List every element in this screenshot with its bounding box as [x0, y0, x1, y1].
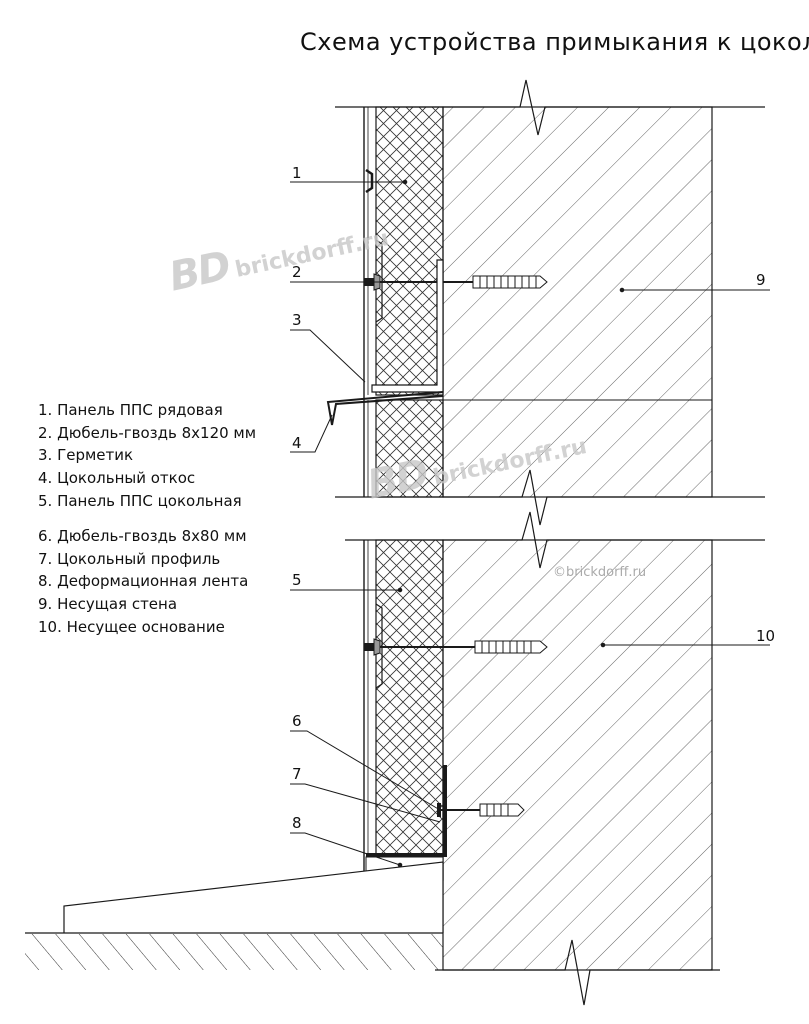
legend-item: 6. Дюбель-гвоздь 8х80 мм	[38, 527, 247, 545]
callout-4: 4	[292, 434, 302, 452]
dowel-nail-mid	[364, 638, 548, 656]
dowel-nail-8x80	[437, 803, 525, 817]
callout-10: 10	[756, 627, 776, 645]
break-line-top	[335, 79, 765, 136]
callout-9: 9	[756, 271, 766, 289]
leader-lines	[290, 179, 770, 868]
legend-item: 3. Герметик	[38, 446, 134, 465]
legend-list: 1. Панель ППС рядовая 2. Дюбель-гвоздь 8…	[38, 399, 256, 513]
diagram-title: Схема устройства примыкания к цоколю	[300, 28, 809, 56]
legend-item: 10. Несущее основание	[38, 617, 225, 636]
callout-1: 1	[292, 164, 302, 182]
callout-6: 6	[292, 712, 302, 730]
ground	[25, 934, 443, 970]
break-line-mid-1	[335, 469, 765, 526]
blind-area	[63, 861, 444, 933]
eps-panel-lower-upper	[375, 399, 444, 498]
break-line-bottom	[435, 939, 720, 1006]
eps-panel-regular	[375, 106, 444, 396]
legend-item: 4. Цокольный откос	[38, 469, 196, 488]
legend-item: 5. Панель ППС цокольная	[38, 491, 242, 510]
watermark-copyright: ©brickdorff.ru	[553, 565, 647, 580]
legend-list: 6. Дюбель-гвоздь 8х80 мм 7. Цокольный пр…	[38, 525, 248, 639]
legend-item: 1. Панель ППС рядовая	[38, 401, 223, 419]
callout-7: 7	[292, 765, 302, 783]
legend-item: 2. Дюбель-гвоздь 8х120 мм	[38, 423, 257, 442]
bearing-base	[442, 539, 713, 971]
callout-2: 2	[292, 263, 302, 281]
callout-5: 5	[292, 571, 302, 589]
callout-3: 3	[292, 311, 302, 329]
callout-8: 8	[292, 814, 302, 832]
eps-panel-plinth	[375, 539, 444, 881]
bearing-wall	[442, 106, 713, 498]
legend-item: 9. Несущая стена	[38, 595, 178, 614]
legend-item: 7. Цокольный профиль	[38, 549, 221, 568]
legend-item: 8. Деформационная лента	[38, 572, 249, 591]
